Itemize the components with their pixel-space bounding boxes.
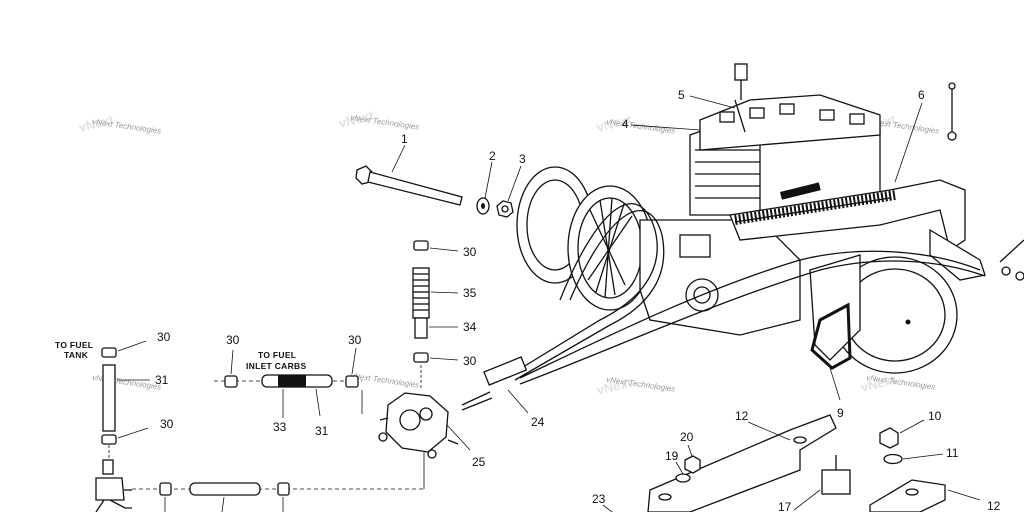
callout-31b: 31 (155, 373, 169, 387)
callout-12a: 12 (735, 409, 749, 423)
callout-12b: 12 (987, 499, 1001, 512)
callout-1: 1 (401, 132, 408, 146)
bolt-part-1: 1 (355, 132, 463, 206)
callout-6: 6 (918, 88, 925, 102)
fuel-hose-stack: 30 35 34 30 (412, 240, 477, 390)
bottom-fuel-line (132, 452, 425, 512)
callout-30a: 30 (463, 245, 477, 259)
fuel-line-to-carbs: TO FUEL INLET CARBS 30 33 31 30 (214, 333, 363, 438)
watermark-6: vNext Technologies (350, 371, 420, 390)
throttle-cables: 24 (461, 203, 986, 429)
callout-34: 34 (463, 320, 477, 334)
note-to-carbs-1: TO FUEL (258, 350, 296, 360)
right-edge-parts (999, 239, 1024, 281)
nut-part-3: 3 (496, 152, 526, 218)
engine-callouts: 5 4 6 9 (622, 88, 925, 420)
callout-3: 3 (519, 152, 526, 166)
callout-11: 11 (946, 446, 959, 460)
callout-10: 10 (928, 409, 942, 423)
callout-30f: 30 (160, 417, 174, 431)
callout-20: 20 (680, 430, 694, 444)
fuel-line-to-tank: TO FUEL TANK 30 31 30 (55, 330, 174, 512)
callout-30d: 30 (348, 333, 362, 347)
watermark-3: vNext Technologies (606, 117, 676, 136)
callout-31a: 31 (315, 424, 329, 438)
watermark-2: vNext Technologies (350, 113, 420, 132)
note-to-tank-2: TANK (64, 350, 89, 360)
callout-19: 19 (665, 449, 679, 463)
engine-assembly (516, 63, 986, 374)
callout-23: 23 (592, 492, 606, 506)
callout-25: 25 (472, 455, 486, 469)
callout-17: 17 (778, 500, 792, 512)
note-to-carbs-2: INLET CARBS (246, 361, 306, 371)
callout-30c: 30 (226, 333, 240, 347)
callout-24: 24 (531, 415, 545, 429)
washer-part-2: 2 (476, 149, 496, 215)
callout-9: 9 (837, 406, 844, 420)
callout-4: 4 (622, 117, 629, 131)
engine-mounts: 12 12 17 10 11 20 19 23 (592, 409, 1001, 512)
callout-5: 5 (678, 88, 685, 102)
note-to-tank-1: TO FUEL (55, 340, 93, 350)
watermark-5: vNext Technologies (92, 373, 162, 392)
callout-30b: 30 (463, 354, 477, 368)
callout-30e: 30 (157, 330, 171, 344)
watermark-1: vNext Technologies (92, 117, 162, 136)
callout-35: 35 (463, 286, 477, 300)
callout-33: 33 (273, 420, 287, 434)
fuel-pump-part-25: 25 (378, 392, 486, 469)
callout-2: 2 (489, 149, 496, 163)
